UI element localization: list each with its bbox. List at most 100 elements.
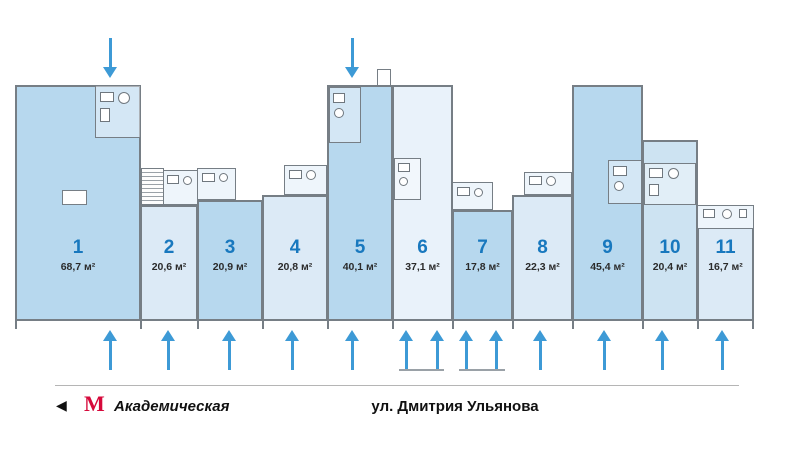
unit-room-2: 2 20,6 м²: [140, 205, 198, 321]
entrance-arrow-up-icon: [489, 330, 503, 370]
bathroom-fixture-icon: [306, 170, 316, 180]
entrance-arrow-up-icon: [222, 330, 236, 370]
bathroom-fixture-icon: [183, 176, 192, 185]
unit-label: 8 22,3 м²: [514, 238, 571, 273]
bathroom-fixture-icon: [668, 168, 679, 179]
unit-number: 5: [354, 237, 366, 259]
entrance-arrow-up-icon: [459, 330, 473, 370]
bathroom-fixture-icon: [334, 108, 344, 118]
bathroom-fixture-icon: [649, 168, 663, 178]
bathroom-fixture-icon: [398, 163, 410, 172]
back-arrow-icon: ◀: [56, 397, 67, 413]
unit-area: 40,1 м²: [342, 261, 378, 273]
metro-station-name: Академическая: [114, 398, 230, 415]
unit-area: 17,8 м²: [465, 261, 500, 273]
bathroom-fixture-icon: [219, 173, 228, 182]
bathroom-fixture-icon: [202, 173, 215, 182]
unit-number: 10: [659, 237, 681, 259]
unit-label: 4 20,8 м²: [264, 238, 326, 273]
wall-tick: [697, 321, 699, 329]
column: [62, 190, 87, 205]
unit-room-3: 3 20,9 м²: [197, 200, 263, 321]
street-name: ул. Дмитрия Ульянова: [371, 398, 539, 415]
bathroom-fixture-icon: [399, 177, 408, 186]
unit-label: 2 20,6 м²: [142, 238, 196, 273]
unit-label: 11 16,7 м²: [699, 238, 752, 273]
bathroom-fixture-icon: [529, 176, 542, 185]
unit-area: 68,7 м²: [60, 261, 96, 273]
unit-area: 20,4 м²: [652, 261, 688, 273]
entrance-bracket: [459, 369, 505, 371]
wall-tick: [642, 321, 644, 329]
entrance-arrow-up-icon: [161, 330, 175, 370]
stairs: [141, 168, 164, 205]
unit-room-1: 1 68,7 м²: [15, 85, 141, 321]
unit-label: 7 17,8 м²: [454, 238, 511, 273]
unit-number: 4: [289, 237, 301, 259]
bathroom-fixture-icon: [457, 187, 470, 196]
entrance-arrow-up-icon: [715, 330, 729, 370]
unit-number: 1: [72, 237, 84, 259]
unit-number: 9: [602, 237, 613, 259]
unit-room-4: 4 20,8 м²: [262, 195, 328, 321]
entrance-arrow-down-icon: [345, 38, 359, 78]
bathroom-fixture-icon: [100, 92, 114, 102]
wall-tick: [15, 321, 17, 329]
bathroom-fixture-icon: [333, 93, 345, 103]
unit-room-9: 9 45,4 м²: [572, 85, 643, 321]
unit-area: 20,9 м²: [212, 261, 248, 273]
wall-tick: [327, 321, 329, 329]
unit-area: 16,7 м²: [708, 261, 743, 273]
unit-room-6: 6 37,1 м²: [392, 85, 453, 321]
entrance-bracket: [399, 369, 444, 371]
bathroom-fixture-icon: [474, 188, 483, 197]
unit-room-7: 7 17,8 м²: [452, 210, 513, 321]
metro-logo-icon: М: [84, 391, 105, 416]
wall-tick: [752, 321, 754, 329]
unit-number: 8: [537, 237, 548, 259]
bathroom-fixture-icon: [614, 181, 624, 191]
wall-tick: [572, 321, 574, 329]
bathroom-fixture-icon: [613, 166, 627, 176]
unit-area: 20,8 м²: [277, 261, 313, 273]
wall-tick: [392, 321, 394, 329]
bathroom-fixture-icon: [167, 175, 179, 184]
bathroom-fixture-icon: [289, 170, 302, 179]
unit-label: 10 20,4 м²: [644, 238, 696, 273]
bathroom-fixture-icon: [703, 209, 715, 218]
unit-label: 5 40,1 м²: [329, 238, 391, 273]
unit-area: 22,3 м²: [525, 261, 560, 273]
unit-number: 2: [163, 237, 175, 259]
entrance-arrow-up-icon: [399, 330, 413, 370]
unit-number: 6: [417, 237, 428, 259]
footer-divider: [55, 385, 739, 386]
wall-tick: [197, 321, 199, 329]
wall-tick: [512, 321, 514, 329]
roof-box: [377, 69, 391, 86]
unit-number: 7: [477, 237, 488, 259]
wall-tick: [140, 321, 142, 329]
unit-label: 9 45,4 м²: [574, 238, 641, 273]
entrance-arrow-down-icon: [103, 38, 117, 78]
entrance-arrow-up-icon: [345, 330, 359, 370]
unit-area: 20,6 м²: [151, 261, 187, 273]
entrance-arrow-up-icon: [430, 330, 444, 370]
bathroom-fixture-icon: [649, 184, 659, 196]
bathroom-fixture-icon: [722, 209, 732, 219]
entrance-arrow-up-icon: [533, 330, 547, 370]
unit-area: 45,4 м²: [590, 261, 625, 273]
entrance-arrow-up-icon: [285, 330, 299, 370]
unit-label: 6 37,1 м²: [394, 238, 451, 273]
bathroom-fixture-icon: [100, 108, 110, 122]
unit-label: 3 20,9 м²: [199, 238, 261, 273]
unit-number: 3: [224, 237, 236, 259]
bathroom-fixture-icon: [739, 209, 747, 218]
wall-tick: [262, 321, 264, 329]
entrance-arrow-up-icon: [103, 330, 117, 370]
entrance-arrow-up-icon: [655, 330, 669, 370]
bathroom-fixture-icon: [546, 176, 556, 186]
unit-room-8: 8 22,3 м²: [512, 195, 573, 321]
bathroom-fixture-icon: [118, 92, 130, 104]
wall-tick: [452, 321, 454, 329]
